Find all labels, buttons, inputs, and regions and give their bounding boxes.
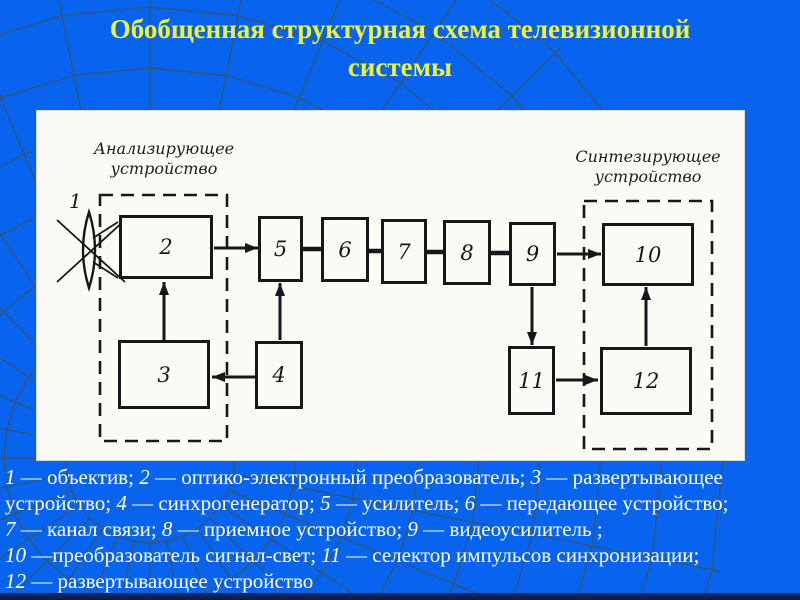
legend-line: 1 — объектив; 2 — оптико-электронный пре… xyxy=(5,465,723,489)
web-spoke xyxy=(0,356,80,412)
legend-line: 7 — канал связи; 8 — приемное устройство… xyxy=(5,517,603,541)
lens-cross-line xyxy=(56,219,126,283)
block-9: 9 xyxy=(509,222,556,286)
analyzing-device-boundary xyxy=(98,193,229,443)
block-4: 4 xyxy=(255,341,303,409)
block-6-number: 6 xyxy=(338,237,352,262)
diagram-linework: 1 xyxy=(56,189,714,451)
block-6: 6 xyxy=(321,217,369,282)
web-ring xyxy=(372,0,663,600)
web-spoke xyxy=(228,489,495,600)
web-spoke xyxy=(209,517,293,600)
block-11: 11 xyxy=(508,346,555,415)
lens-number-label: 1 xyxy=(69,189,82,213)
synthesizing-device-boundary xyxy=(582,199,714,451)
web-ring xyxy=(0,6,602,600)
block-4-number: 4 xyxy=(272,363,286,387)
legend: 1 — объектив; 2 — оптико-электронный пре… xyxy=(5,464,796,594)
block-3-number: 3 xyxy=(157,362,171,387)
block-5: 5 xyxy=(258,216,303,282)
synthesizing-device-label: Синтезирующее устройство xyxy=(573,147,723,187)
block-8-number: 8 xyxy=(460,240,474,265)
lens-ray xyxy=(92,261,119,279)
lens-icon xyxy=(56,208,126,292)
lens-ray xyxy=(92,221,119,239)
block-12: 12 xyxy=(600,347,692,415)
synthesizing-device-label-line-2: устройство xyxy=(594,167,702,186)
slide-title: Обобщенная структурная схема телевизионн… xyxy=(0,10,800,86)
block-12-number: 12 xyxy=(632,369,660,393)
title-line-1: Обобщенная структурная схема телевизионн… xyxy=(109,14,691,44)
web-spoke xyxy=(0,307,91,399)
block-8: 8 xyxy=(443,220,491,285)
block-11-number: 11 xyxy=(518,368,545,393)
title-line-2: системы xyxy=(347,52,453,82)
analyzing-device-label-line-2: устройство xyxy=(110,159,218,178)
block-7-number: 7 xyxy=(397,239,411,264)
bottom-edge-strip xyxy=(0,593,800,600)
web-spoke xyxy=(7,517,91,600)
block-10: 10 xyxy=(602,223,694,286)
diagram-panel: 1 Анализирующее устройство Синтезирующее… xyxy=(36,110,745,461)
legend-line: устройство; 4 — синхрогенератор; 5 — уси… xyxy=(5,491,729,515)
block-2: 2 xyxy=(119,215,213,279)
legend-line: 10 —преобразователь сигнал-свет; 11 — се… xyxy=(5,543,700,567)
legend-line: 12 — развертывающее устройство xyxy=(5,569,314,593)
block-7: 7 xyxy=(381,219,427,284)
web-spoke xyxy=(0,504,80,560)
block-9-number: 9 xyxy=(525,242,540,266)
lens-shape xyxy=(81,208,97,292)
block-2-number: 2 xyxy=(159,235,173,259)
block-5-number: 5 xyxy=(273,237,288,261)
web-spoke xyxy=(220,504,364,600)
web-spoke xyxy=(233,473,719,572)
analyzing-device-label: Анализирующее устройство xyxy=(89,139,239,179)
analyzing-device-label-line-1: Анализирующее xyxy=(93,139,235,158)
block-10-number: 10 xyxy=(634,242,662,267)
synthesizing-device-label-line-1: Синтезирующее xyxy=(575,147,721,166)
block-3: 3 xyxy=(118,340,210,409)
